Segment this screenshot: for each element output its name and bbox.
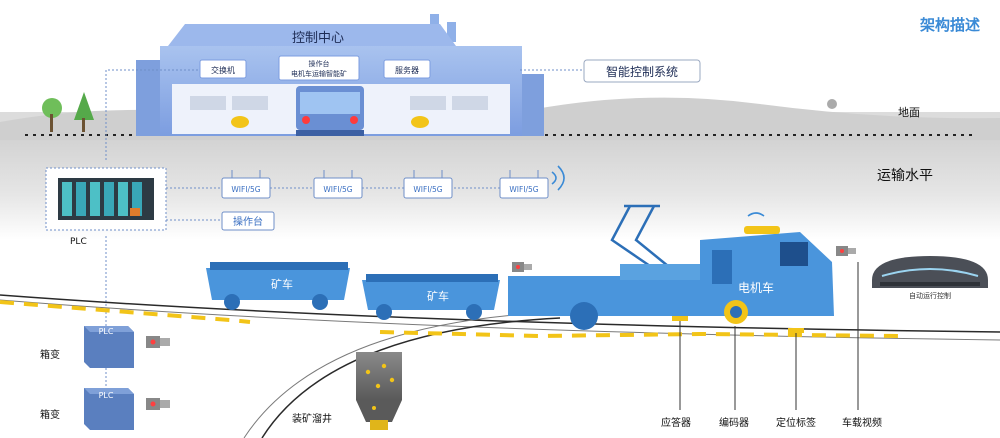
sensor-encoder-label: 编码器 [719,416,749,429]
ore-car-2 [362,274,500,320]
trees [42,92,837,132]
sensor-transponder-marker [672,316,688,321]
sensor-transponder-label: 应答器 [661,416,691,429]
wifi-node-1 [221,170,271,199]
substation-plc-2 [84,388,134,430]
ore-car-2-label: 矿车 [427,289,449,303]
console-label: 操作台 [233,215,263,228]
wifi-node-4-label: WIFI/5G [509,185,538,194]
ore-car-1-label: 矿车 [271,277,293,291]
ore-car-1 [206,262,350,310]
electric-locomotive [508,212,834,330]
substation-plc-1 [84,326,134,368]
substation-1-camera-icon [146,336,170,348]
level-surface: 地面 [898,106,920,119]
wifi-node-1-label: WIFI/5G [231,185,260,194]
sensor-tag-marker [788,328,804,333]
wifi-signal-icon [551,165,565,191]
console-label-line2: 电机车运输智能矿 [291,69,347,78]
plc-cabinet [58,178,154,220]
server-label: 服务器 [395,65,419,75]
console-box [221,211,275,231]
onboard-display-label: 自动运行控制 [909,291,951,300]
control-center-building [136,14,544,136]
onboard-display [872,256,988,288]
sensor-callouts [679,262,859,410]
locomotive-label: 电机车 [738,280,774,295]
substation-2-plc-label: PLC [99,391,114,400]
sensor-position-tag-label: 定位标签 [776,416,816,429]
ore-loading-shaft [356,352,402,430]
loading-label: 装矿溜井 [292,412,332,425]
console-label-line1: 操作台 [309,59,330,68]
pantograph [610,204,669,268]
substation-1-label: 箱变 [40,348,60,361]
wifi-node-2-label: WIFI/5G [323,185,352,194]
header-title: 架构描述 [919,16,980,34]
rail-tracks [0,294,1000,438]
switch-label: 交换机 [211,65,235,75]
control-center-title: 控制中心 [292,31,344,46]
wifi-node-4 [499,170,549,199]
substation-1-plc-label: PLC [99,327,114,336]
front-camera-icon [836,246,856,256]
wifi-node-3-label: WIFI/5G [413,185,442,194]
wifi-node-2 [313,170,363,199]
system-label-box [583,59,701,83]
system-label: 智能控制系统 [606,64,678,79]
wifi-node-3 [403,170,453,199]
car-camera-icon [512,262,532,272]
substation-2-label: 箱变 [40,408,60,421]
plc-main-label: PLC [70,237,87,247]
substation-2-camera-icon [146,398,170,410]
level-transport: 运输水平 [877,168,933,184]
sensor-onboard-video-label: 车载视频 [842,416,882,429]
